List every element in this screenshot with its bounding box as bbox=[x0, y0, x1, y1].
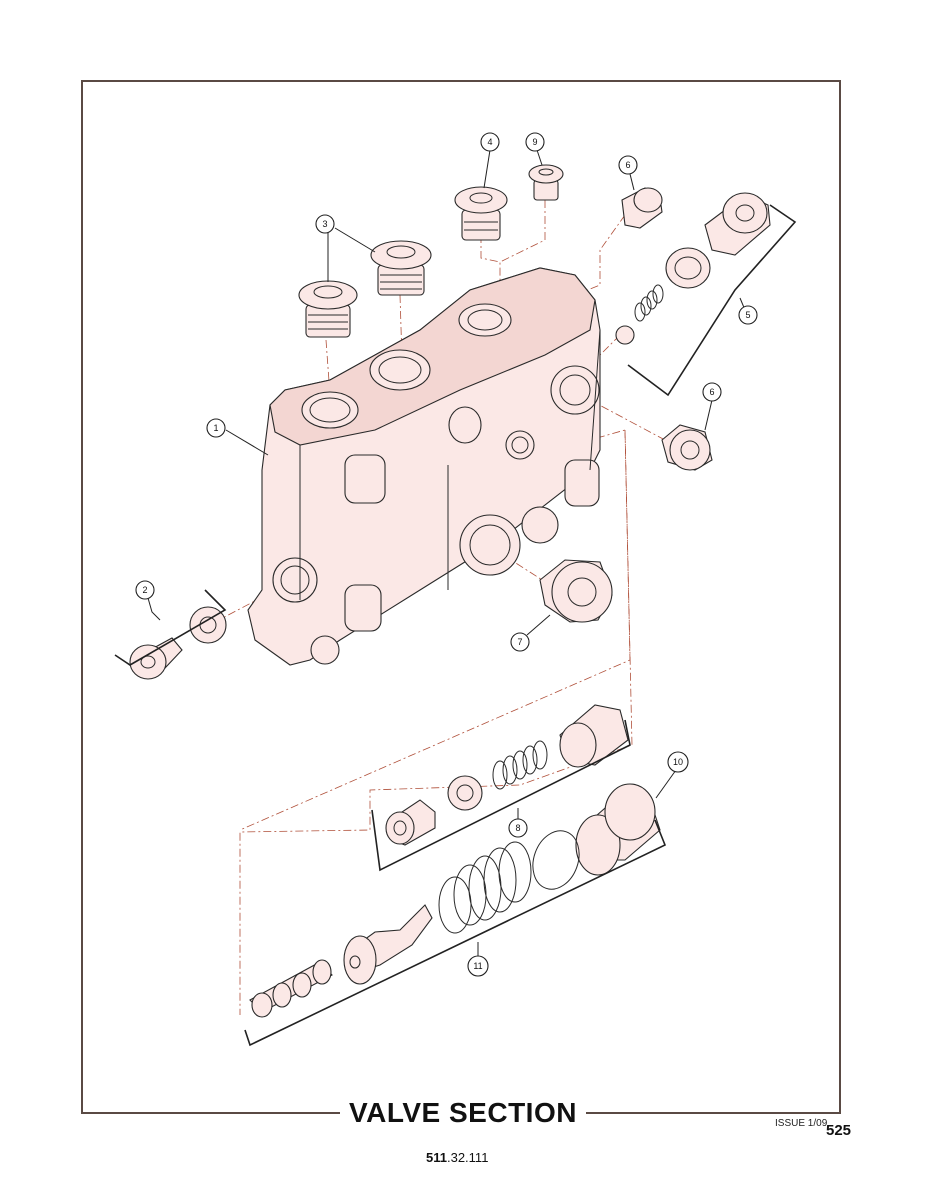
plug-9 bbox=[528, 164, 564, 201]
svg-text:9: 9 bbox=[532, 137, 537, 147]
part-number: 511.32.111 bbox=[426, 1150, 488, 1165]
callout-7: 7 bbox=[510, 632, 530, 652]
callout-10: 10 bbox=[667, 751, 689, 773]
svg-text:1: 1 bbox=[213, 423, 218, 433]
svg-text:5: 5 bbox=[745, 310, 750, 320]
plug-4 bbox=[454, 186, 508, 241]
callout-6-right: 6 bbox=[702, 382, 722, 402]
callout-6-top: 6 bbox=[618, 155, 638, 175]
svg-text:10: 10 bbox=[673, 757, 683, 767]
part-number-bold: 511 bbox=[426, 1150, 447, 1165]
svg-text:6: 6 bbox=[709, 387, 714, 397]
svg-text:6: 6 bbox=[625, 160, 630, 170]
plug-6-top bbox=[621, 187, 663, 229]
callout-9: 9 bbox=[525, 132, 545, 152]
title-box: VALVE SECTION bbox=[340, 1095, 586, 1131]
callout-8: 8 bbox=[508, 818, 528, 838]
leader-lines bbox=[147, 149, 746, 958]
plug-3-right bbox=[370, 240, 432, 296]
callout-2: 2 bbox=[135, 580, 155, 600]
cartridge-group-8 bbox=[371, 704, 631, 872]
svg-text:3: 3 bbox=[322, 219, 327, 229]
valve-body bbox=[247, 267, 601, 666]
callout-5: 5 bbox=[738, 305, 758, 325]
svg-text:4: 4 bbox=[487, 137, 492, 147]
callout-11: 11 bbox=[467, 955, 489, 977]
plug-6-right bbox=[661, 424, 713, 471]
relief-valve-group-5 bbox=[615, 192, 797, 397]
svg-text:7: 7 bbox=[517, 637, 522, 647]
part-number-rest: .32.111 bbox=[446, 1150, 489, 1165]
callout-4: 4 bbox=[480, 132, 500, 152]
screw-washer-group-2 bbox=[114, 589, 227, 680]
page-number: 525 bbox=[826, 1122, 852, 1139]
plug-3-left bbox=[298, 280, 358, 338]
svg-text:2: 2 bbox=[142, 585, 147, 595]
svg-text:11: 11 bbox=[473, 961, 482, 971]
callout-1: 1 bbox=[206, 418, 226, 438]
cartridge-group-11 bbox=[244, 783, 667, 1047]
svg-text:8: 8 bbox=[515, 823, 520, 833]
issue-label: ISSUE 1/09 bbox=[775, 1118, 828, 1129]
page-title: VALVE SECTION bbox=[349, 1097, 577, 1128]
plug-7 bbox=[539, 559, 613, 623]
callout-3: 3 bbox=[315, 214, 335, 234]
